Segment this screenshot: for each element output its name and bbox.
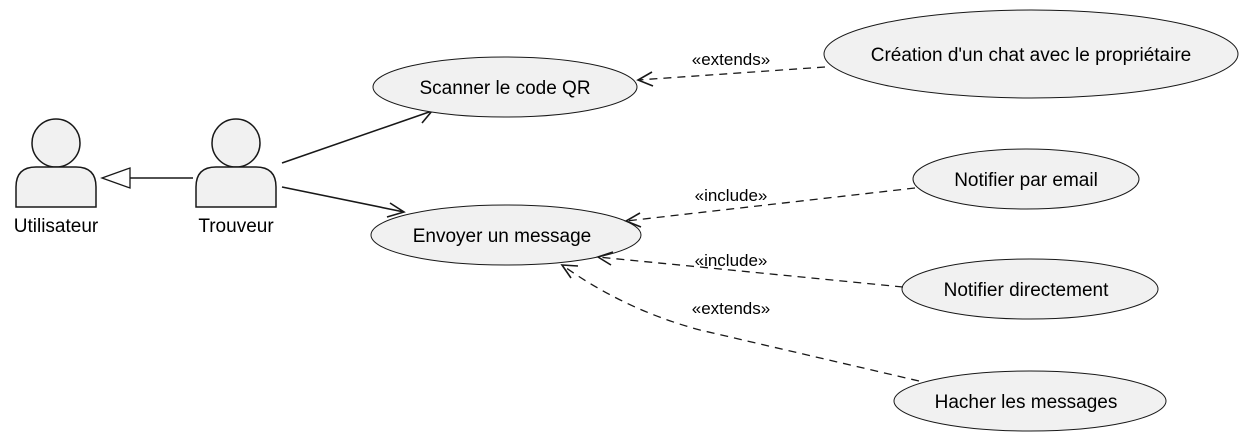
use-case-creation-chat-label: Création d'un chat avec le propriétaire [871,45,1191,66]
use-case-envoyer-label: Envoyer un message [413,226,592,247]
dependency-include-direct: «include» [596,251,904,288]
person-icon [195,118,277,208]
use-case-notifier-email-label: Notifier par email [954,170,1098,191]
generalization-trouveur-utilisateur [100,167,193,189]
actor-trouveur-label: Trouveur [198,216,274,237]
stereotype-include-label: «include» [695,251,768,270]
stereotype-extends-label: «extends» [692,299,770,318]
use-case-envoyer: Envoyer un message [370,204,642,266]
use-case-hacher: Hacher les messages [893,370,1167,432]
arrow-head-icon [560,264,579,279]
actor-trouveur: Trouveur [195,118,277,237]
dependency-include-email: «include» [624,186,916,228]
actor-utilisateur-label: Utilisateur [14,216,99,237]
use-case-notifier-direct-label: Notifier directement [944,280,1109,301]
association-trouveur-envoyer [281,186,406,218]
use-case-scanner: Scanner le code QR [372,56,638,118]
arrow-head-icon [386,202,406,218]
use-case-notifier-direct: Notifier directement [901,258,1159,320]
actor-utilisateur: Utilisateur [14,118,99,237]
arrow-head-icon [596,251,614,266]
dependency-extends-hacher: «extends» [560,264,920,382]
person-icon [15,118,97,208]
stereotype-extends-label: «extends» [692,50,770,69]
use-case-notifier-email: Notifier par email [912,148,1140,210]
use-case-scanner-label: Scanner le code QR [419,78,590,99]
generalization-arrow-icon [100,167,131,189]
association-trouveur-scanner [281,107,434,164]
arrow-head-icon [624,212,642,228]
stereotype-include-label: «include» [695,186,768,205]
dependency-extends-creation-chat: «extends» [636,50,826,87]
use-case-creation-chat: Création d'un chat avec le propriétaire [823,9,1239,99]
arrow-head-icon [636,71,654,87]
use-case-hacher-label: Hacher les messages [935,392,1118,413]
